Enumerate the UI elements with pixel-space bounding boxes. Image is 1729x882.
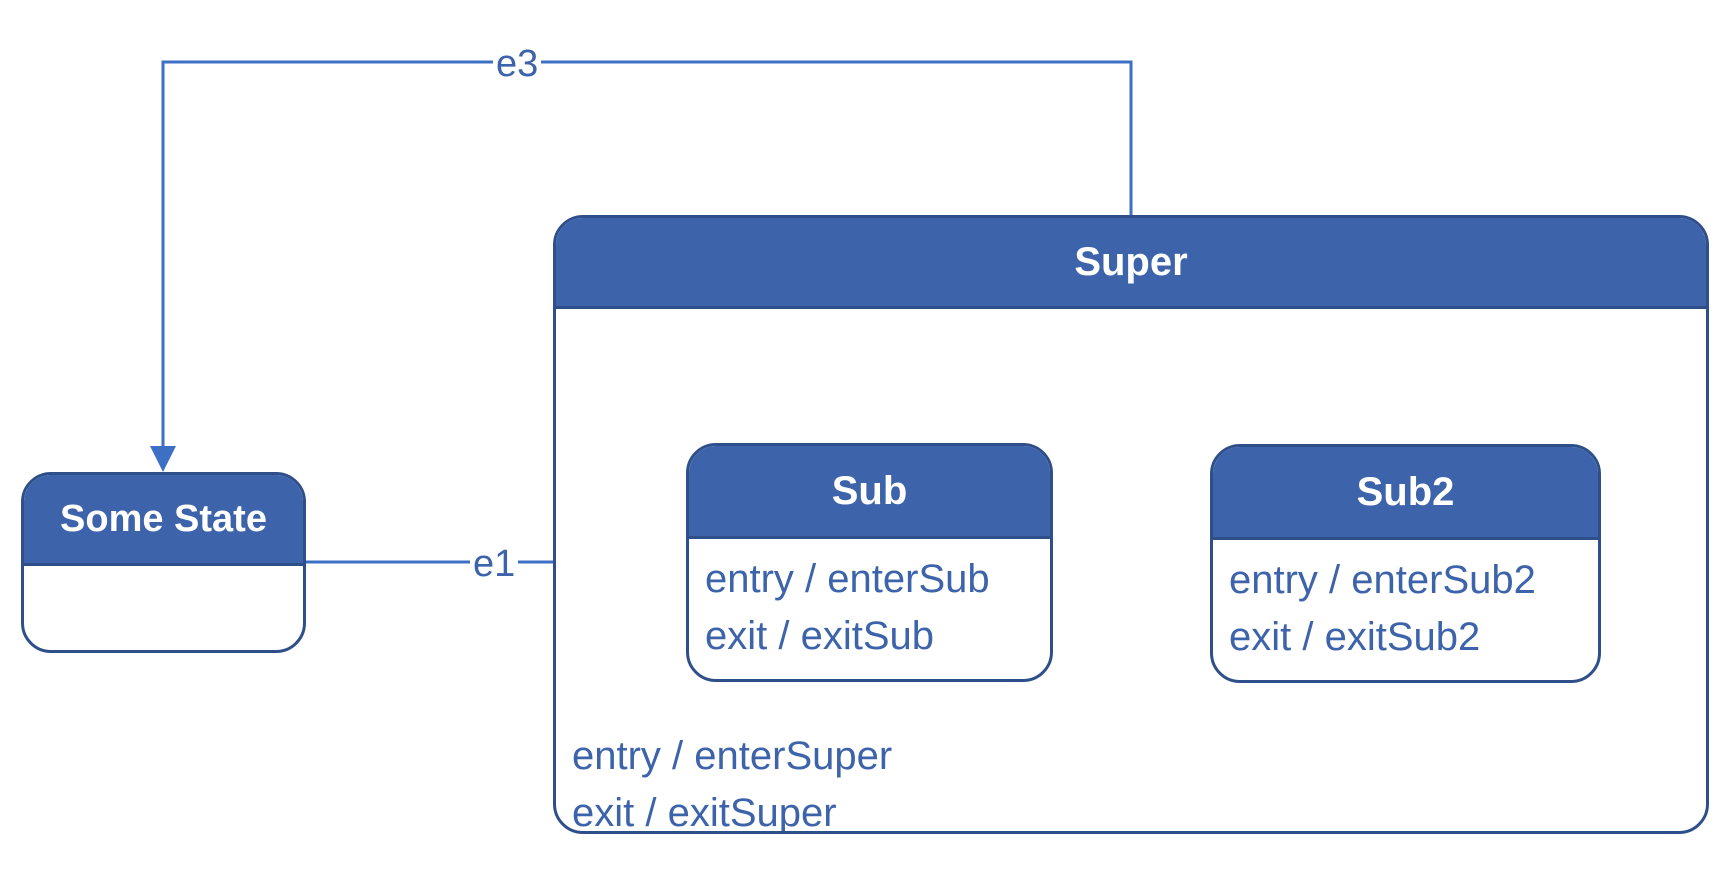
transition-e3-label: e3 (493, 44, 542, 84)
state-super-entry: entry / enterSuper (572, 734, 893, 778)
state-super-title: Super (556, 218, 1706, 309)
transition-e3-arrowhead (150, 446, 176, 472)
state-sub2-exit: exit / exitSub2 (1229, 615, 1481, 659)
state-sub2-entry: entry / enterSub2 (1229, 558, 1536, 602)
state-sub-actions: entry / enterSub exit / exitSub (689, 539, 1050, 665)
state-super-exit: exit / exitSuper (572, 791, 837, 834)
transition-e1-label: e1 (470, 544, 519, 584)
state-sub-title: Sub (689, 446, 1050, 539)
state-sub-exit: exit / exitSub (705, 614, 935, 658)
state-sub-entry: entry / enterSub (705, 557, 990, 601)
transition-e3-line (150, 60, 1133, 472)
state-sub[interactable]: Sub entry / enterSub exit / exitSub (686, 443, 1053, 682)
state-sub2[interactable]: Sub2 entry / enterSub2 exit / exitSub2 (1210, 444, 1601, 683)
state-sub2-actions: entry / enterSub2 exit / exitSub2 (1213, 540, 1598, 666)
state-some-state[interactable]: Some State (21, 472, 306, 653)
state-some-state-title: Some State (24, 475, 303, 566)
state-sub2-title: Sub2 (1213, 447, 1598, 540)
state-super-actions: entry / enterSuper exit / exitSuper (572, 728, 893, 834)
